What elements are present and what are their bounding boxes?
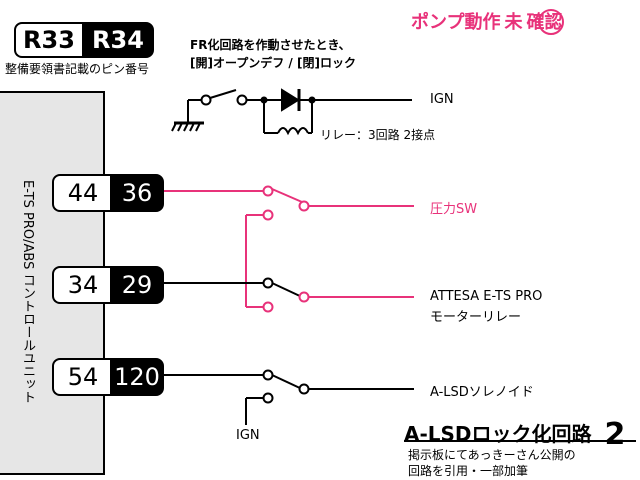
relay-note: リレー：3回路 2接点 bbox=[320, 128, 436, 142]
footer-note-line-1: 掲示板にてあっきーさん公開の bbox=[408, 448, 576, 462]
pin-r34-29: 29 bbox=[110, 266, 164, 304]
instruction-line-2: [開]オープンデフ / [閉]ロック bbox=[190, 56, 356, 70]
attesa-label-line-1: ATTESA E-TS PRO bbox=[430, 289, 543, 304]
relay-contact bbox=[262, 369, 274, 381]
relay-contact bbox=[262, 301, 274, 313]
switch-terminal bbox=[236, 94, 248, 106]
ign-top-label: IGN bbox=[430, 92, 454, 107]
pin-r33-44: 44 bbox=[52, 174, 112, 212]
title-circled-char: 未 bbox=[504, 12, 523, 33]
junction-dot bbox=[260, 96, 268, 104]
relay-contact bbox=[298, 383, 310, 395]
ign-bottom-label: IGN bbox=[236, 428, 260, 443]
pin-r33-34: 34 bbox=[52, 266, 112, 304]
relay-contact bbox=[262, 277, 274, 289]
pin-number-caption: 整備要領書記載のピン番号 bbox=[5, 62, 150, 76]
footer-title-number: 2 bbox=[604, 417, 626, 452]
title-post: 確認 bbox=[526, 12, 563, 33]
footer-title-text: A-LSDロック化回路 bbox=[404, 422, 592, 446]
switch-terminal bbox=[200, 94, 212, 106]
pin-r34-120: 120 bbox=[110, 358, 164, 396]
model-badge-r33: R33 bbox=[14, 22, 82, 58]
footer-title: A-LSDロック化回路 2 bbox=[404, 414, 626, 452]
relay-contact bbox=[262, 392, 274, 404]
attesa-circuit bbox=[160, 282, 303, 298]
page-title: ポンプ動作未確認 bbox=[411, 8, 562, 34]
relay-contact bbox=[298, 200, 310, 212]
footer-note-line-2: 回路を引用・一部加筆 bbox=[408, 464, 529, 478]
pin-r34-36: 36 bbox=[110, 174, 164, 212]
pin-r33-54: 54 bbox=[52, 358, 112, 396]
pressure-sw-label: 圧力SW bbox=[430, 202, 478, 217]
title-pre: ポンプ動作 bbox=[411, 12, 501, 33]
relay-contact bbox=[298, 291, 310, 303]
attesa-label-line-2: モーターリレー bbox=[430, 310, 522, 325]
alsd-circuit bbox=[160, 374, 414, 425]
ecu-label: E-TS PRO/ABS コントロールユニット bbox=[20, 180, 35, 404]
model-badge-r34: R34 bbox=[82, 22, 154, 58]
relay-contact bbox=[262, 185, 274, 197]
title-circle-ring bbox=[538, 9, 564, 35]
instruction-line-1: FR化回路を作動させたとき、 bbox=[190, 38, 351, 52]
alsd-label: A-LSDソレノイド bbox=[430, 385, 534, 400]
relay-contact bbox=[262, 209, 274, 221]
junction-dot bbox=[308, 96, 316, 104]
